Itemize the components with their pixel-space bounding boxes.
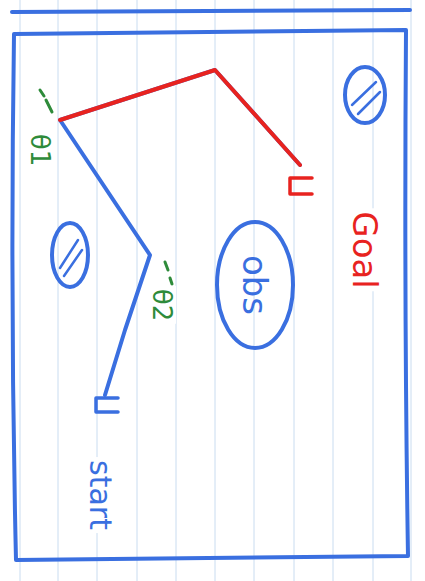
angle-mark: [40, 90, 52, 112]
small-obstacle: [52, 223, 88, 287]
robot-arm: [60, 70, 300, 395]
angle-mark: [165, 262, 172, 284]
ruled-lines: [20, 0, 411, 581]
goal-gripper: [290, 178, 312, 194]
angle-label: θ2: [148, 286, 176, 324]
goal-path: [60, 70, 300, 165]
goal-label: Goal: [347, 208, 383, 291]
small-obstacle: [345, 67, 385, 123]
obstacle-hatch: [352, 82, 380, 114]
obstacle-label: obs: [237, 252, 273, 318]
start-label: start: [84, 457, 116, 533]
obstacle-ellipse: obs: [215, 220, 295, 350]
angle-label: θ1: [26, 131, 54, 169]
workspace-border: [12, 30, 408, 560]
start-gripper: [96, 398, 118, 412]
obstacle-hatch: [60, 240, 82, 276]
top-line: [12, 10, 410, 12]
